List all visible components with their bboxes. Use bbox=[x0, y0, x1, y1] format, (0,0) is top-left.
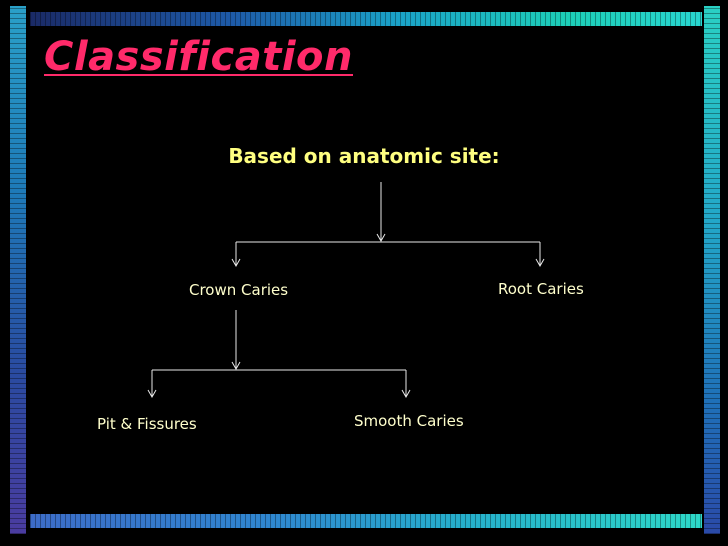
node-smooth-caries: Smooth Caries bbox=[354, 412, 464, 430]
diagram-root-label: Based on anatomic site: bbox=[228, 144, 500, 168]
pit-drop-arrowhead bbox=[147, 389, 157, 399]
right-border-decoration bbox=[704, 6, 720, 534]
node-root-caries: Root Caries bbox=[498, 280, 584, 298]
root-stem-arrowhead bbox=[376, 233, 386, 243]
node-crown-caries: Crown Caries bbox=[189, 281, 289, 299]
left-border-decoration bbox=[10, 6, 26, 534]
crown-drop-arrowhead bbox=[231, 258, 241, 268]
top-border-decoration bbox=[30, 12, 702, 26]
slide-title: Classification bbox=[44, 34, 353, 80]
bottom-border-decoration bbox=[30, 514, 702, 528]
node-pit-fissures: Pit & Fissures bbox=[97, 415, 197, 433]
root-drop-arrowhead bbox=[535, 258, 545, 268]
crown-stem-arrowhead bbox=[231, 361, 241, 371]
smooth-drop-arrowhead bbox=[401, 389, 411, 399]
